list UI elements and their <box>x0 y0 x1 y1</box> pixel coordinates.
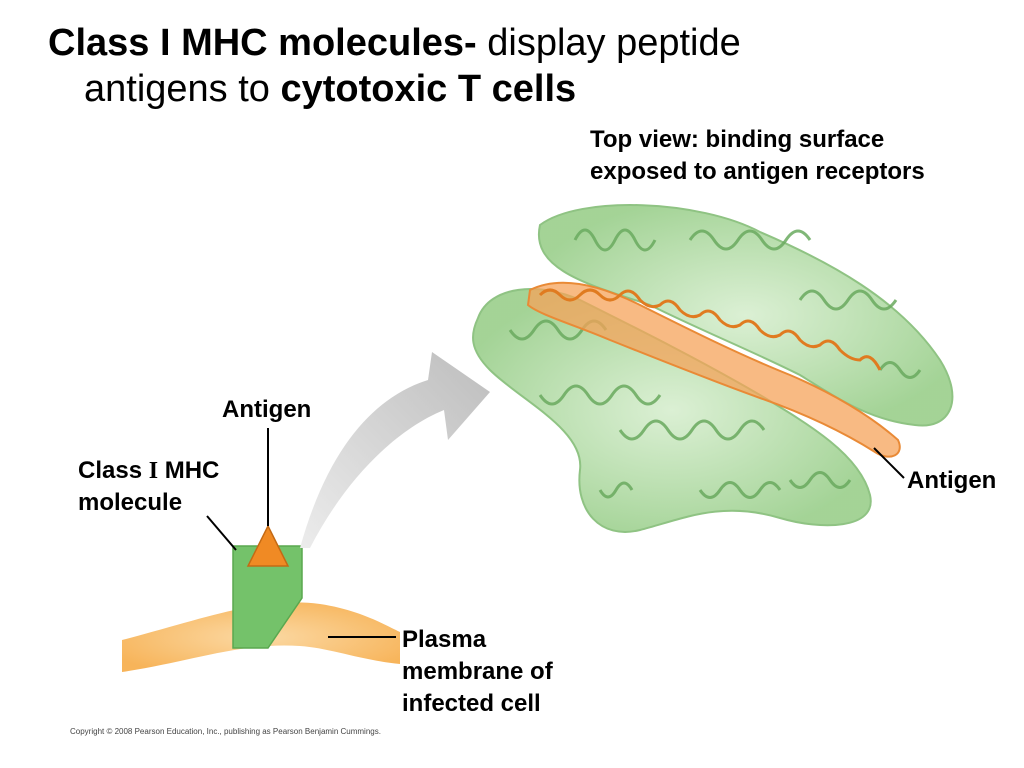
class-mhc-line1: Class I MHC <box>78 455 219 487</box>
plasma-membrane-label: Plasma membrane of infected cell <box>402 624 553 720</box>
title-line2: antigens to cytotoxic T cells <box>48 66 948 112</box>
top-view-line1: Top view: binding surface <box>590 126 885 153</box>
class-prefix: Class <box>78 457 149 484</box>
plasma-line2: membrane of <box>402 658 553 685</box>
class-mhc-label: Class I MHC molecule <box>78 455 219 519</box>
antigen-peptide-groove <box>526 281 901 458</box>
class-suffix: MHC <box>158 457 220 484</box>
curved-arrow <box>300 352 490 548</box>
plasma-line3: infected cell <box>402 690 541 717</box>
title-line2-bold: cytotoxic T cells <box>280 68 577 110</box>
antigen-triangle <box>246 524 290 567</box>
title-line2-prefix: antigens to <box>84 68 281 110</box>
mhc-molecule-shape <box>232 545 303 649</box>
leader-antigen-right <box>873 447 905 479</box>
plasma-line1: Plasma <box>402 626 487 653</box>
title-rest-part: display peptide <box>476 22 741 64</box>
top-view-line2: exposed to antigen receptors <box>590 158 925 185</box>
antigen-label-right: Antigen <box>907 467 997 494</box>
mhc-top-view-structure <box>472 204 954 533</box>
leader-class-mhc <box>206 515 237 551</box>
class-mhc-line2: molecule <box>78 489 183 516</box>
copyright-notice: Copyright © 2008 Pearson Education, Inc.… <box>70 727 381 736</box>
title-bold-part: Class I MHC molecules- <box>48 22 477 64</box>
class-roman: I <box>148 458 159 484</box>
top-view-label: Top view: binding surface exposed to ant… <box>590 124 925 188</box>
slide-title: Class I MHC molecules- display peptide a… <box>48 20 948 112</box>
antigen-label-left: Antigen <box>222 396 312 423</box>
